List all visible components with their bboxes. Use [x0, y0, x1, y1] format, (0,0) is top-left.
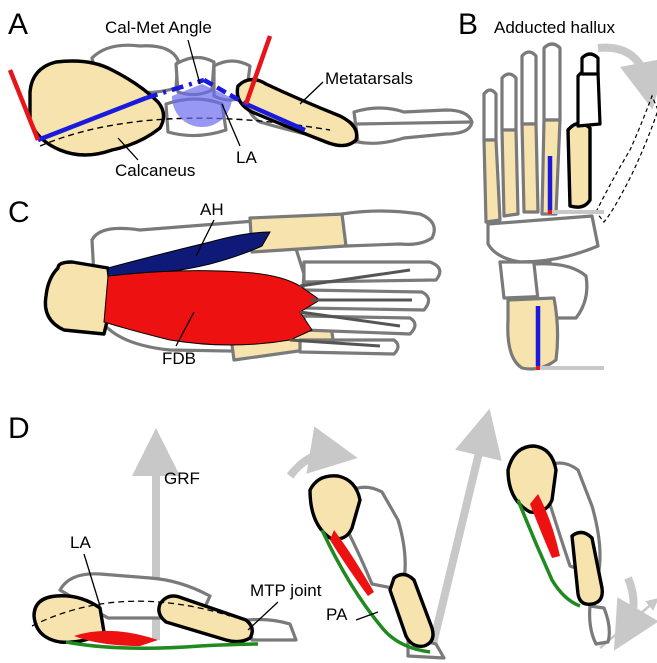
- panel-d-foot3-phalanges: [590, 606, 610, 644]
- panel-a-calcaneus-label: Calcaneus: [115, 161, 195, 180]
- panel-c: C AH FDB: [8, 196, 440, 368]
- panel-b-toe-4: [502, 74, 516, 130]
- panel-a-angle-label: Cal-Met Angle: [105, 18, 212, 37]
- panel-c-toe-2: [304, 262, 440, 282]
- panel-c-letter: C: [8, 196, 30, 229]
- panel-a-metatarsals-label: Metatarsals: [325, 69, 413, 88]
- panel-d-heel-rotation-arrow: [290, 453, 334, 476]
- panel-b-metatarsal-5: [484, 140, 500, 222]
- panel-a: A Cal-Met Angle Metatarsals Calcaneus LA: [8, 8, 472, 180]
- panel-a-letter: A: [8, 8, 28, 41]
- panel-a-la-label: LA: [236, 148, 257, 167]
- panel-d-pa-label: PA: [326, 605, 348, 624]
- panel-b-toe-5: [484, 90, 496, 140]
- panel-d: D GRF LA MTP joint: [8, 412, 654, 658]
- panel-b-calcaneus: [508, 298, 558, 369]
- panel-c-ah-label: AH: [200, 200, 224, 219]
- panel-d-foot-heel-rise: PA: [310, 476, 444, 658]
- panel-b-metatarsal-4: [502, 130, 518, 216]
- panel-b-hallux-proximal: [578, 70, 600, 126]
- panel-d-foot2-calcaneus: [310, 476, 360, 539]
- panel-d-foot1-plantar-aponeurosis: [66, 642, 258, 648]
- panel-b-toe-3: [522, 52, 536, 124]
- panel-c-hallux-phalanx: [342, 211, 434, 246]
- panel-b-tarsals: [488, 216, 598, 262]
- panel-d-foot2-metatarsal: [390, 574, 433, 646]
- panel-b: B Adducted hallux: [458, 8, 657, 369]
- panel-d-mtp-label: MTP joint: [250, 581, 322, 600]
- panel-b-letter: B: [458, 8, 478, 41]
- panel-a-phalanges: [354, 108, 472, 143]
- panel-b-adduction-arrow: [598, 48, 648, 86]
- panel-c-fdb-label: FDB: [162, 349, 196, 368]
- panel-d-letter: D: [8, 412, 30, 445]
- panel-d-la-label: LA: [70, 533, 91, 552]
- panel-c-calcaneus: [45, 262, 112, 334]
- panel-d-foot-stance: LA MTP joint: [32, 533, 322, 648]
- panel-b-hallux-metatarsal: [568, 123, 590, 207]
- panel-a-first-metatarsal: [237, 79, 356, 145]
- panel-b-title: Adducted hallux: [494, 18, 615, 37]
- panel-d-foot-toe-off: [508, 446, 609, 644]
- panel-d-grf-label: GRF: [164, 469, 200, 488]
- panel-a-toe-lines: [356, 122, 472, 124]
- panel-b-toe-2: [544, 44, 560, 120]
- panel-a-metatarsals-leader: [300, 82, 323, 104]
- panel-b-hallux-ghost: [596, 96, 657, 222]
- panel-d-grf-arrow-2: [432, 432, 484, 648]
- panel-b-hallux-distal: [582, 54, 598, 74]
- panel-b-metatarsal-3: [522, 124, 538, 212]
